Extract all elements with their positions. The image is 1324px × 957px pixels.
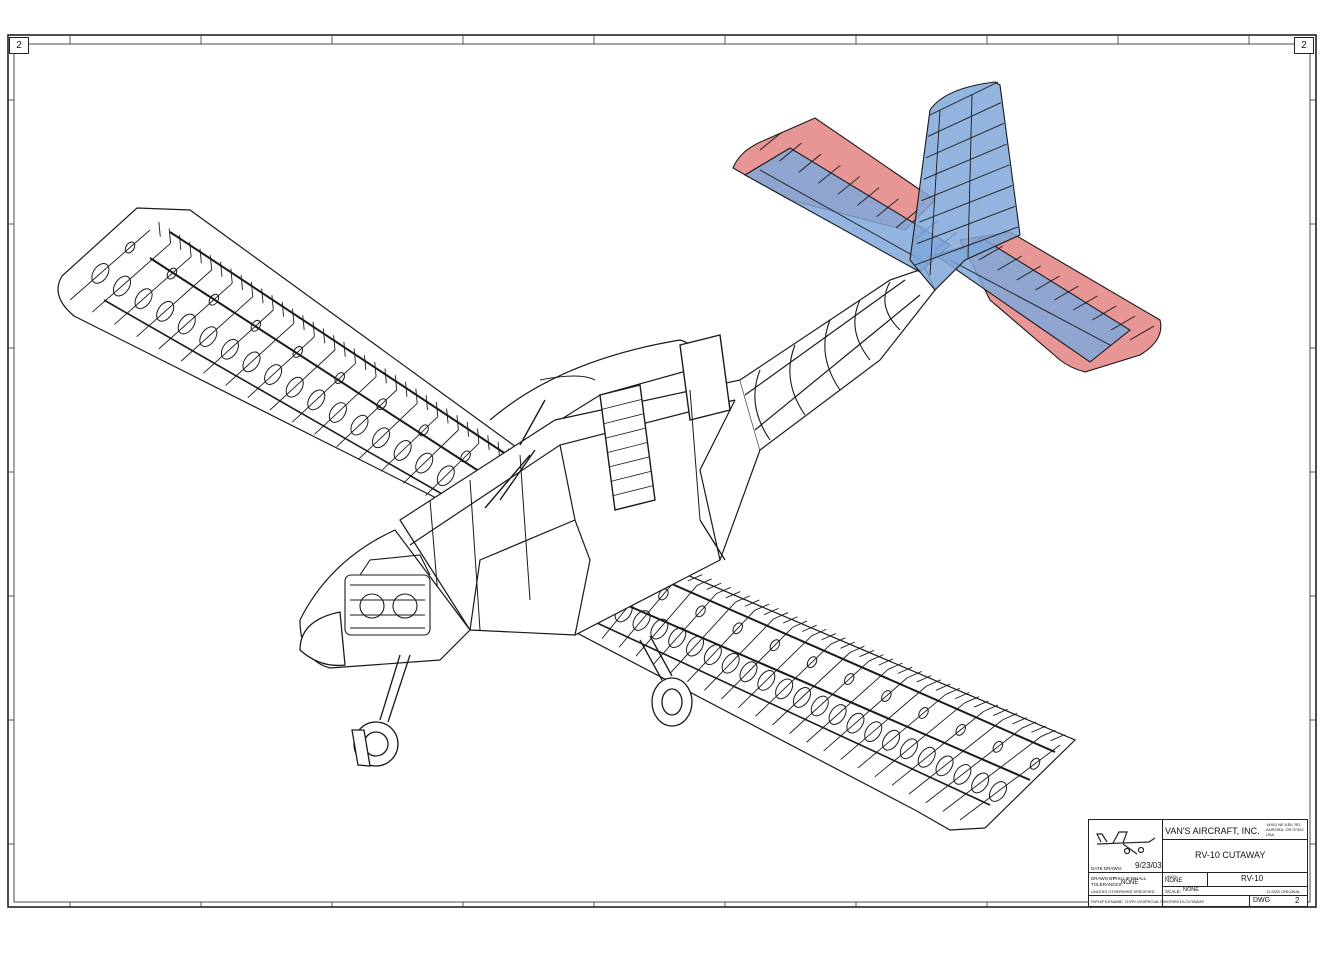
company-name: VAN'S AIRCRAFT, INC. bbox=[1165, 826, 1260, 836]
units-label: UNITS: bbox=[1165, 874, 1179, 879]
dwg-label: DWG bbox=[1253, 897, 1271, 904]
path-label: PATH/FILENAME: bbox=[1091, 899, 1124, 904]
model-number: RV-10 bbox=[1241, 874, 1264, 883]
drawing-title: RV-10 CUTAWAY bbox=[1195, 850, 1266, 860]
size-note: D-SIZE ORIGINAL bbox=[1267, 889, 1301, 894]
date-drawn-label: DATE DRAWN: bbox=[1091, 866, 1122, 871]
main-gear bbox=[639, 519, 726, 727]
engine bbox=[344, 554, 431, 636]
scale-label: SCALE: bbox=[1165, 889, 1182, 894]
tolerances: NONE bbox=[1121, 880, 1139, 886]
sheet-border bbox=[7, 34, 1317, 908]
company-address: 14401 NE KEIL RD. AURORA, OR 97002 USA bbox=[1266, 822, 1304, 837]
border-zone-ticks bbox=[8, 35, 1316, 907]
scale: NONE bbox=[1183, 887, 1199, 893]
sheet-number-right: 2 bbox=[1294, 37, 1314, 54]
drawn-by: PHILLIP BIHALL bbox=[1113, 876, 1147, 881]
units: NONE bbox=[1165, 878, 1183, 884]
vertical-stabilizer bbox=[909, 81, 1021, 291]
dwg-number: 2 bbox=[1295, 896, 1300, 905]
title-block: VAN'S AIRCRAFT, INC. 14401 NE KEIL RD. A… bbox=[1088, 819, 1308, 907]
path-filename: G:\RV-10\SPECIAL DWGS\RV10-CUTAWAY bbox=[1125, 899, 1205, 904]
date-drawn: 9/23/03 bbox=[1135, 861, 1162, 870]
fuselage bbox=[299, 267, 936, 669]
aircraft-logo-icon bbox=[1096, 831, 1156, 855]
sheet-number-left: 2 bbox=[9, 37, 29, 54]
drawn-by-label: DRAWN BY: bbox=[1091, 876, 1117, 881]
tolerances-label: TOLERANCES: bbox=[1091, 882, 1123, 887]
unless-note: UNLESS OTHERWISE SPECIFIED bbox=[1091, 889, 1155, 894]
nose-gear bbox=[351, 654, 411, 767]
